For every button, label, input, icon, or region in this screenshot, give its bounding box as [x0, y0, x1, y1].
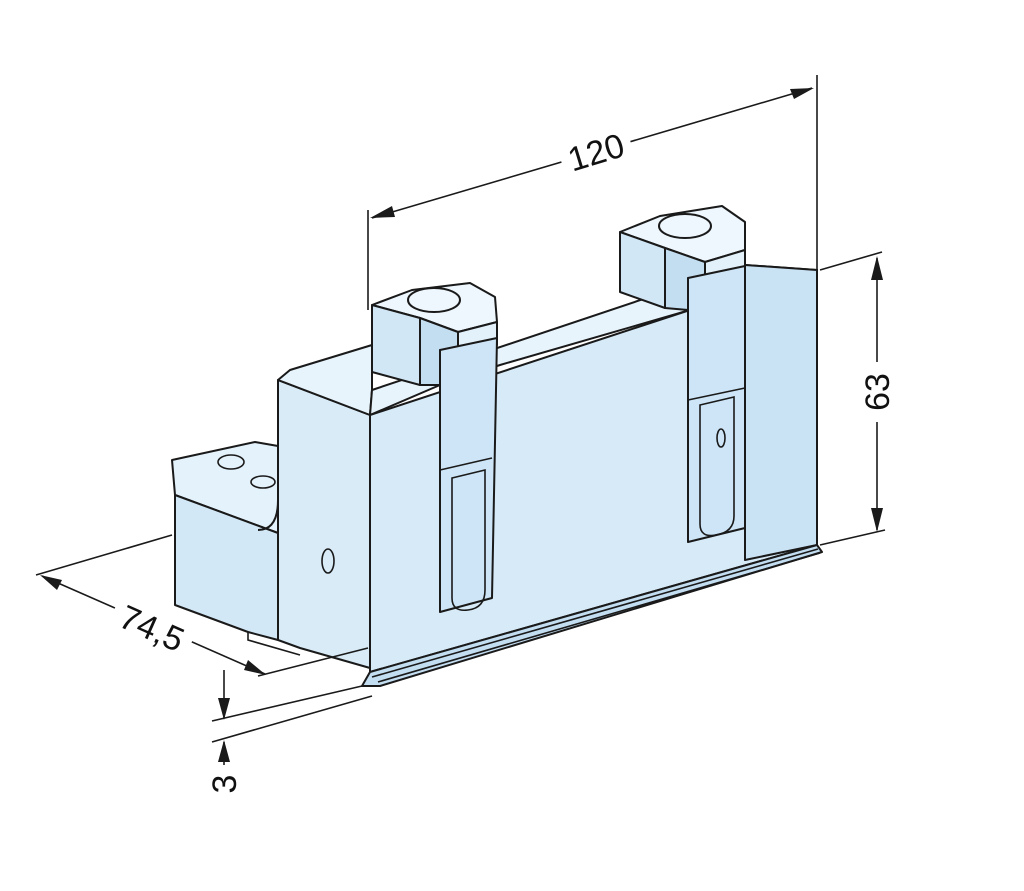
dimension-height: 63	[819, 251, 898, 546]
height-arrow-top	[871, 256, 883, 280]
left-jaw-bore	[407, 287, 461, 313]
depth-extension-front	[257, 647, 369, 677]
raised-step-front-face	[277, 379, 371, 669]
right-clamp-jaw	[619, 205, 746, 543]
length-arrow-right	[790, 88, 814, 99]
low-step-hole-2	[250, 475, 276, 489]
depth-label-bg	[105, 592, 199, 664]
height-arrow-bottom	[871, 508, 883, 532]
left-slot-opening	[451, 468, 486, 612]
left-slot-edge	[439, 457, 493, 471]
bottom-slot	[247, 632, 301, 656]
depth-arrow-back	[40, 575, 62, 590]
low-step-hole-1	[217, 454, 245, 470]
height-label: 63	[859, 373, 897, 411]
left-slot-frame	[439, 337, 498, 613]
rail-line-2	[377, 552, 821, 683]
left-step-block	[171, 344, 373, 669]
height-extension-bottom	[819, 529, 886, 546]
length-label-bg	[555, 122, 637, 182]
depth-arrow-front	[244, 660, 266, 675]
rail-line-1	[371, 548, 819, 678]
dimension-depth: 74,5	[35, 534, 369, 677]
depth-extension-back	[35, 534, 173, 576]
length-arrow-left	[370, 206, 395, 218]
right-slot-hole	[716, 428, 726, 448]
height-label-bg	[856, 362, 898, 422]
length-label: 120	[564, 126, 629, 179]
height-extension-top	[819, 251, 883, 271]
right-slot-frame	[687, 265, 746, 543]
step-arrow-lower	[218, 740, 230, 762]
right-slot-opening	[699, 395, 735, 537]
step-label: 3	[206, 775, 244, 794]
main-right-face	[744, 264, 818, 561]
step-arrow-upper	[218, 698, 230, 720]
dimension-step: 3	[206, 670, 373, 794]
left-clamp-jaw	[371, 282, 498, 613]
right-jaw-bore	[658, 213, 712, 239]
depth-label: 74,5	[114, 598, 190, 660]
low-step-front-face	[174, 494, 279, 641]
right-slot-edge	[687, 387, 746, 401]
step-extension-upper	[211, 685, 363, 722]
left-jaw-front	[371, 304, 421, 386]
side-hole	[321, 548, 335, 574]
step-notch	[257, 446, 279, 531]
step-extension-lower	[211, 695, 373, 743]
